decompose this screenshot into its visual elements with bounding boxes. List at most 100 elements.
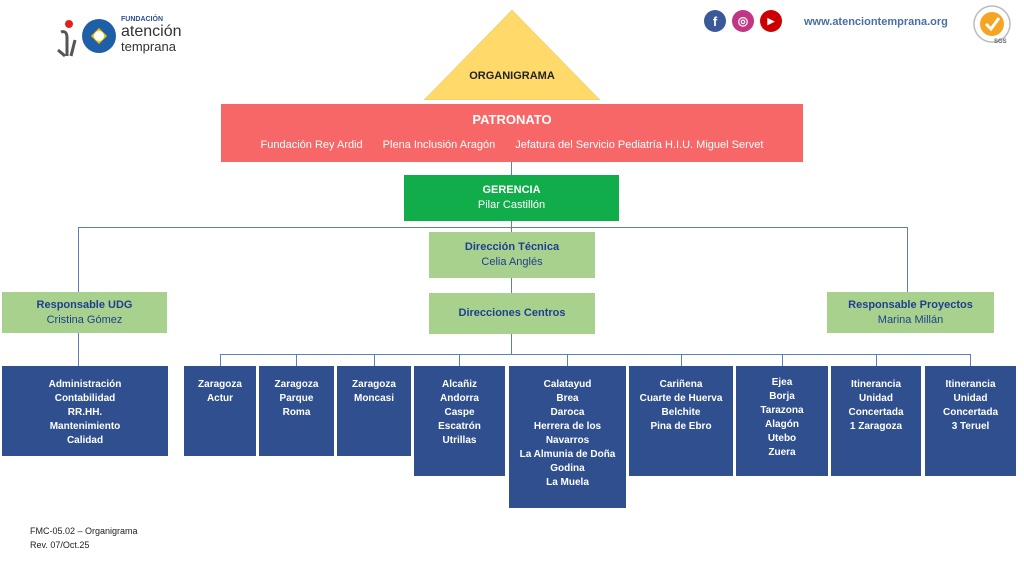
- patronato-member: Fundación Rey Ardid: [260, 139, 363, 151]
- centro-line: Moncasi: [353, 393, 394, 404]
- title-triangle: [424, 10, 600, 100]
- centro-line: Itinerancia: [945, 379, 996, 390]
- certification-badge: SGS: [970, 4, 1014, 48]
- udg-item: Contabilidad: [54, 393, 116, 404]
- centro-line: Actur: [206, 393, 234, 404]
- centro-line: La Muela: [546, 477, 589, 488]
- responsable-proyectos-name: Marina Millán: [877, 313, 944, 326]
- connector-right-vertical: [907, 227, 908, 292]
- responsable-udg-name: Cristina Gómez: [46, 313, 123, 326]
- website-link[interactable]: www.atenciontemprana.org: [804, 16, 948, 28]
- centro-line: Zaragoza: [198, 379, 242, 390]
- centro-line: Alcañiz: [441, 379, 477, 390]
- centro-line: Zaragoza: [274, 379, 319, 390]
- connector-centro-drop: [296, 354, 297, 366]
- centro-line: Daroca: [550, 407, 585, 418]
- connector-main-horizontal: [78, 227, 908, 228]
- responsable-proyectos-title: Responsable Proyectos: [848, 298, 973, 311]
- connector-centros-down: [511, 334, 512, 354]
- centro-line: Unidad: [953, 393, 988, 404]
- centro-box: Calatayud Brea Daroca Herrera de los Nav…: [509, 366, 626, 508]
- connector-centro-drop: [681, 354, 682, 366]
- connector-centros-horizontal: [220, 354, 971, 355]
- centro-line: Concertada: [942, 407, 998, 418]
- responsable-udg-box: Responsable UDG Cristina Gómez: [2, 292, 167, 333]
- centro-box: Cariñena Cuarte de Huerva Belchite Pina …: [629, 366, 733, 476]
- gerencia-title: GERENCIA: [482, 184, 541, 196]
- certification-label: SGS: [994, 39, 1007, 45]
- centro-box: Zaragoza Parque Roma: [259, 366, 334, 456]
- direccion-tecnica-box: Dirección Técnica Celia Anglés: [429, 232, 595, 278]
- connector-left-vertical: [78, 227, 79, 292]
- connector-centro-drop: [567, 354, 568, 366]
- centro-line: Cuarte de Huerva: [639, 393, 723, 404]
- gerencia-box: GERENCIA Pilar Castillón: [404, 175, 619, 221]
- direcciones-centros-title: Direcciones Centros: [458, 307, 566, 319]
- footer-revision: Rev. 07/Oct.25: [30, 540, 90, 550]
- centro-box: Itinerancia Unidad Concertada 1 Zaragoza: [831, 366, 921, 476]
- connector-centro-drop: [970, 354, 971, 366]
- centro-line: Pina de Ebro: [650, 421, 712, 432]
- centro-line: Caspe: [444, 407, 475, 418]
- centro-box: Alcañiz Andorra Caspe Escatrón Utrillas: [414, 366, 505, 476]
- logo-mark-icon: [57, 19, 116, 58]
- gerencia-name: Pilar Castillón: [477, 199, 546, 211]
- patronato-members: Fundación Rey Ardid Plena Inclusión Arag…: [261, 139, 764, 151]
- responsable-udg-title: Responsable UDG: [36, 298, 133, 311]
- centro-line: Unidad: [859, 393, 893, 404]
- connector-centro-drop: [876, 354, 877, 366]
- centro-line: Alagón: [765, 419, 799, 430]
- instagram-icon[interactable]: ◎: [732, 10, 754, 32]
- centro-line: Roma: [282, 407, 311, 418]
- centro-line: Zuera: [768, 447, 796, 458]
- centro-line: Navarros: [545, 435, 590, 446]
- centro-line: La Almunia de Doña: [519, 449, 616, 460]
- centro-line: Belchite: [661, 407, 701, 418]
- patronato-member: Jefatura del Servicio Pediatría H.I.U. M…: [515, 139, 764, 151]
- udg-item: Mantenimiento: [49, 421, 121, 432]
- centro-line: Zaragoza: [352, 379, 396, 390]
- centro-box: Zaragoza Moncasi: [337, 366, 411, 456]
- centro-line: 1 Zaragoza: [849, 421, 903, 432]
- centro-line: Ejea: [771, 377, 793, 388]
- centro-line: Concertada: [848, 407, 904, 418]
- centro-line: Itinerancia: [850, 379, 902, 390]
- logo-line1: atención: [121, 23, 182, 40]
- centro-box: Itinerancia Unidad Concertada 3 Teruel: [925, 366, 1016, 476]
- direccion-tecnica-title: Dirección Técnica: [464, 241, 560, 253]
- udg-items-box: Administración Contabilidad RR.HH. Mante…: [2, 366, 168, 456]
- centro-line: Borja: [769, 391, 795, 402]
- centro-line: Brea: [556, 393, 579, 404]
- page-title: ORGANIGRAMA: [469, 70, 555, 82]
- centro-line: Cariñena: [659, 379, 703, 390]
- connector-patronato-gerencia: [511, 162, 512, 175]
- youtube-icon[interactable]: ▶: [760, 10, 782, 32]
- udg-item: RR.HH.: [67, 407, 103, 418]
- centro-line: Parque: [279, 393, 314, 404]
- connector-gerencia-tecnica: [511, 221, 512, 232]
- connector-centro-drop: [374, 354, 375, 366]
- direccion-tecnica-name: Celia Anglés: [481, 256, 543, 268]
- udg-item: Administración: [48, 379, 122, 390]
- certification-seal-icon: [973, 5, 1011, 43]
- logo-small-text: FUNDACIÓN: [121, 16, 163, 23]
- centro-line: Escatrón: [438, 421, 481, 432]
- social-icons: f ◎ ▶: [704, 10, 794, 34]
- responsable-proyectos-box: Responsable Proyectos Marina Millán: [827, 292, 994, 333]
- centro-box: Ejea Borja Tarazona Alagón Utebo Zuera: [736, 366, 828, 476]
- centro-line: Herrera de los: [533, 421, 602, 432]
- centro-line: Utebo: [767, 433, 797, 444]
- centro-line: 3 Teruel: [951, 421, 990, 432]
- centro-box: Zaragoza Actur: [184, 366, 256, 456]
- patronato-box: PATRONATO Fundación Rey Ardid Plena Incl…: [221, 104, 803, 162]
- centro-line: Godina: [550, 463, 585, 474]
- connector-centro-drop: [220, 354, 221, 366]
- patronato-member: Plena Inclusión Aragón: [382, 139, 496, 151]
- patronato-title: PATRONATO: [472, 112, 552, 127]
- direcciones-centros-box: Direcciones Centros: [429, 293, 595, 334]
- centro-line: Andorra: [440, 393, 479, 404]
- facebook-icon[interactable]: f: [704, 10, 726, 32]
- connector-centro-drop: [459, 354, 460, 366]
- centro-line: Tarazona: [760, 405, 804, 416]
- connector-tecnica-centros: [511, 278, 512, 293]
